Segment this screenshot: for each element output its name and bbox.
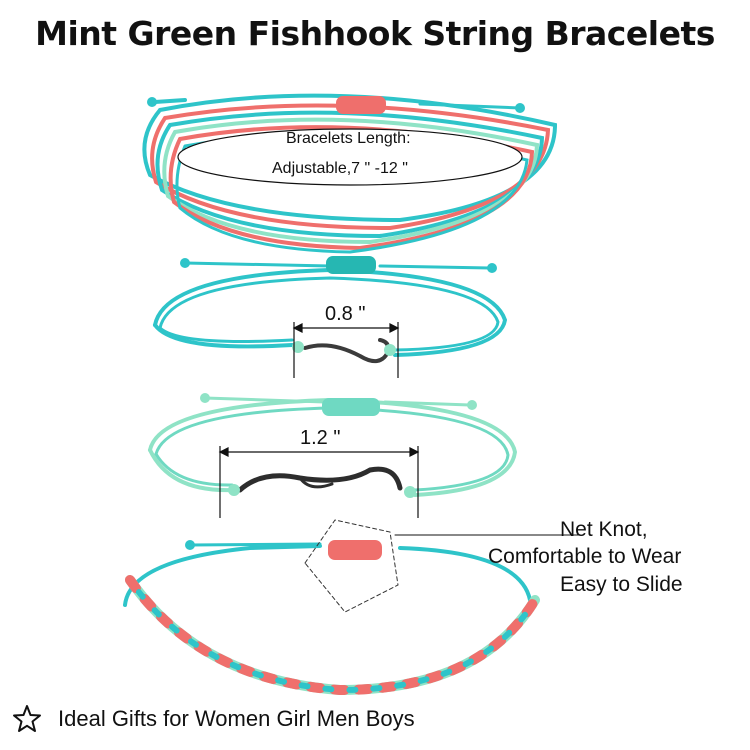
footer: Ideal Gifts for Women Girl Men Boys (12, 704, 415, 734)
knot-note-line3: Easy to Slide (560, 573, 683, 596)
fishhook-bracelet (153, 256, 508, 364)
knot-note-line2: Comfortable to Wear (488, 545, 682, 568)
star-outline-icon (13, 705, 41, 732)
hook-dimension-label: 0.8 " (325, 303, 366, 325)
multi-strand-bracelet (142, 93, 558, 254)
length-label-line1: Bracelets Length: (286, 130, 411, 147)
wave-bracelet (148, 393, 518, 498)
knot-note-line1: Net Knot, (560, 518, 648, 541)
length-label-line2: Adjustable,7 " -12 " (272, 160, 408, 177)
wave-dimension-label: 1.2 " (300, 427, 341, 449)
page-title: Mint Green Fishhook String Bracelets (35, 14, 715, 53)
braided-bracelet (123, 519, 581, 696)
footer-text: Ideal Gifts for Women Girl Men Boys (58, 706, 415, 731)
wave-dimension-marker (218, 446, 420, 518)
hook-dimension-marker (292, 322, 400, 378)
